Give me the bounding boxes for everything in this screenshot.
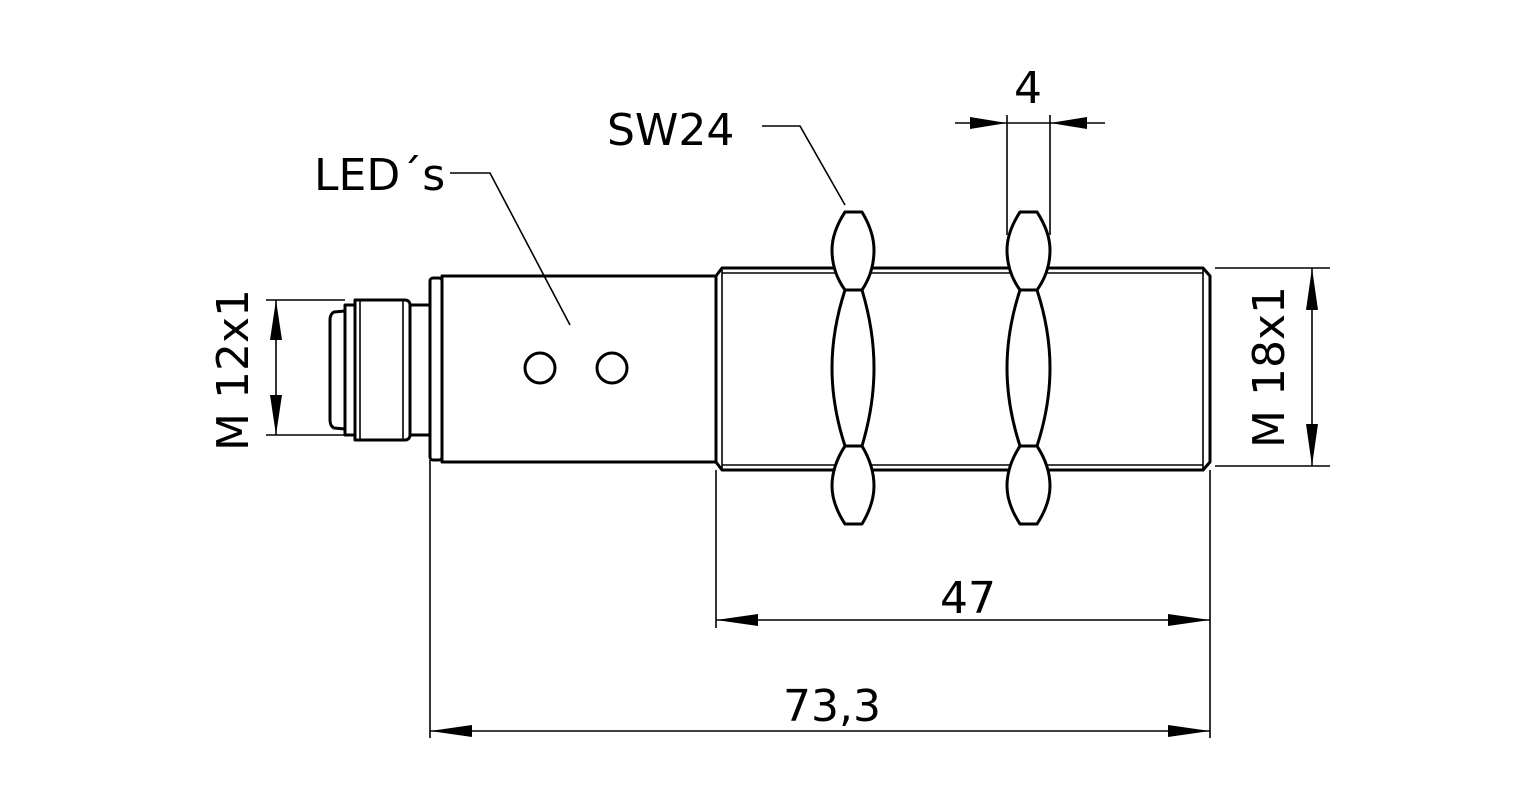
led-indicator-2: [595, 351, 629, 385]
m12-connector: [328, 298, 432, 442]
total-length-dimension: 73,3: [429, 460, 1210, 738]
nut-width-dimension: 4: [955, 63, 1105, 235]
hex-nut-left: [830, 210, 876, 526]
rear-housing: [428, 274, 718, 464]
wrench-size-callout: SW24: [607, 105, 846, 206]
nut-width-label: 4: [1014, 63, 1042, 114]
threaded-body: [714, 266, 1212, 472]
thread-length-dimension: 47: [715, 470, 1211, 738]
body-thread-dimension: M 18x1: [1215, 267, 1330, 467]
connector-thread-label: M 12x1: [208, 289, 259, 451]
wrench-size-label: SW24: [607, 105, 734, 156]
leds-callout: LED´s: [314, 150, 571, 326]
connector-thread-dimension: M 12x1: [208, 289, 345, 451]
hex-nut-right: [1005, 210, 1052, 526]
body-thread-label: M 18x1: [1244, 286, 1295, 448]
leds-label: LED´s: [314, 150, 445, 201]
thread-length-label: 47: [940, 573, 996, 624]
led-indicator-1: [523, 351, 557, 385]
total-length-label: 73,3: [783, 681, 881, 732]
